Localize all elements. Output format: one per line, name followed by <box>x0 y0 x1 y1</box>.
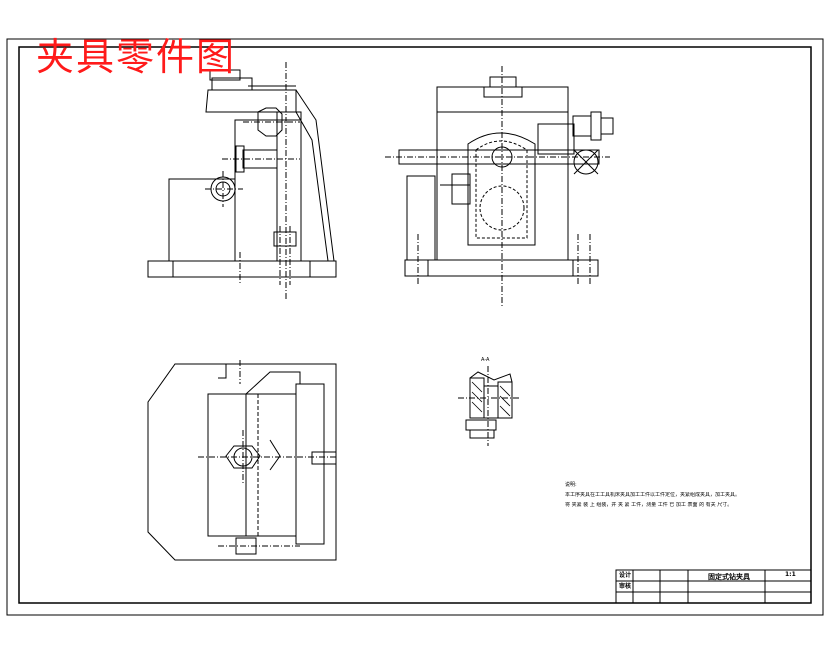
side-view <box>385 66 614 306</box>
notes-line-1: 本工序夹具在工工具机床夹具加工工件以工件定位，夹紧组成夹具，加工夹具。 <box>565 492 741 498</box>
title-block-scale: 1:1 <box>785 571 796 578</box>
section-detail <box>458 366 520 446</box>
inner-border <box>18 46 812 604</box>
title-block-design-label: 设计 <box>619 572 632 579</box>
title-block-check-label: 审核 <box>619 583 632 590</box>
notes-line-2: 将 夹紧 装 上 组装，并 夹 紧 工件，测量 工件 已 加工 表面 的 有关 … <box>565 502 733 508</box>
title-block-part-name: 固定式钻夹具 <box>708 573 750 581</box>
front-view <box>147 62 337 300</box>
section-label: A-A <box>481 357 490 363</box>
top-view <box>147 360 337 561</box>
title-block <box>615 569 812 604</box>
outer-border <box>6 38 824 616</box>
notes-heading: 说明: <box>565 482 577 488</box>
drawing-title: 夹具零件图 <box>36 35 237 79</box>
